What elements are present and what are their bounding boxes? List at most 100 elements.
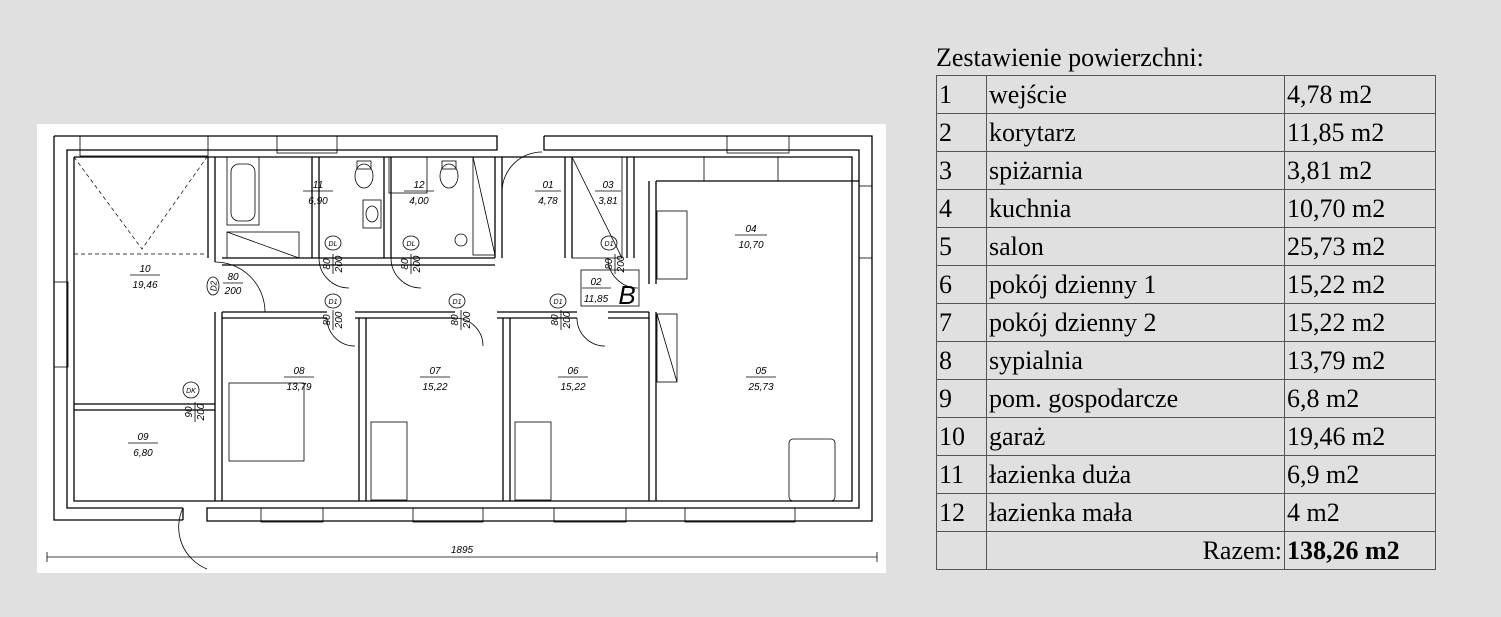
room-area: 10,70 xyxy=(738,240,763,251)
row-number: 11 xyxy=(936,455,987,494)
door-width: 80 xyxy=(400,258,411,270)
room-label-05: 05 25,73 xyxy=(746,366,776,393)
windows xyxy=(53,135,873,523)
total-value: 138,26 m2 xyxy=(1284,531,1436,570)
room-name: łazienka duża xyxy=(986,455,1285,494)
door-width: 80 xyxy=(604,258,615,270)
row-number: 1 xyxy=(936,75,987,114)
room-number: 03 xyxy=(602,180,614,191)
door-tag-d1-4: D1 xyxy=(600,235,618,251)
row-number: 9 xyxy=(936,379,987,418)
floor-plan-drawing: 1895 10 19,46 11 6,90 12 4,00 01 4,78 03… xyxy=(46,135,878,570)
door-tag-dk: DK xyxy=(182,381,200,399)
room-area: 4,78 xyxy=(538,196,558,207)
room-number: 06 xyxy=(567,366,579,377)
door-tag: DL xyxy=(407,241,416,248)
table-row: 3 spiżarnia 3,81 m2 xyxy=(936,151,1436,190)
room-name: pokój dzienny 1 xyxy=(986,265,1285,304)
door-size-d1-1: 80 200 xyxy=(322,310,345,330)
door-height: 200 xyxy=(196,403,207,421)
table-row: 2 korytarz 11,85 m2 xyxy=(936,113,1436,152)
summary-title: Zestawienie powierzchni: xyxy=(936,43,1204,72)
door-height: 200 xyxy=(412,255,423,273)
fixtures xyxy=(226,156,836,502)
total-label: Razem: xyxy=(986,531,1285,570)
door-height: 200 xyxy=(334,255,345,273)
room-name: pom. gospodarcze xyxy=(986,379,1285,418)
room-number: 07 xyxy=(429,366,441,377)
room-label-08: 08 13,79 xyxy=(284,366,314,393)
door-width: 80 xyxy=(322,314,333,326)
room-area: 25,73 xyxy=(747,382,773,393)
room-area: 15,22 m2 xyxy=(1284,265,1436,304)
door-tag-d1-1: D1 xyxy=(324,293,342,309)
table-row: 1 wejście 4,78 m2 xyxy=(936,75,1436,114)
door-tag: DL xyxy=(329,241,338,248)
room-label-06: 06 15,22 xyxy=(558,366,588,393)
room-area: 11,85 xyxy=(584,294,609,305)
room-area: 25,73 m2 xyxy=(1284,227,1436,266)
room-area: 3,81 m2 xyxy=(1284,151,1436,190)
area-table: 1 wejście 4,78 m2 2 korytarz 11,85 m2 3 … xyxy=(936,75,1436,570)
door-height: 200 xyxy=(562,311,573,329)
door-size-d1-4: 80 200 xyxy=(604,254,627,274)
row-number: 5 xyxy=(936,227,987,266)
room-name: pokój dzienny 2 xyxy=(986,303,1285,342)
room-name: korytarz xyxy=(986,113,1285,152)
door-tag: D1 xyxy=(605,241,614,248)
door-height: 200 xyxy=(616,255,627,273)
room-label-07: 07 15,22 xyxy=(420,366,450,393)
door-tag: D2 xyxy=(210,280,219,291)
table-row: 9 pom. gospodarcze 6,8 m2 xyxy=(936,379,1436,418)
door-tag: DK xyxy=(186,388,196,395)
row-number: 2 xyxy=(936,113,987,152)
room-name: sypialnia xyxy=(986,341,1285,380)
door-tag: D1 xyxy=(329,299,338,306)
room-number: 11 xyxy=(313,180,323,191)
door-tag: D1 xyxy=(554,299,563,306)
door-tag-dl-2: DL xyxy=(402,235,420,251)
floor-plan: 1895 10 19,46 11 6,90 12 4,00 01 4,78 03… xyxy=(37,124,886,573)
row-number: 8 xyxy=(936,341,987,380)
door-width: 80 xyxy=(450,314,461,326)
row-number: 3 xyxy=(936,151,987,190)
room-name: wejście xyxy=(986,75,1285,114)
room-number: 09 xyxy=(137,432,149,443)
room-area: 4,78 m2 xyxy=(1284,75,1436,114)
table-row: 6 pokój dzienny 1 15,22 m2 xyxy=(936,265,1436,304)
door-size-dl-1: 80 200 xyxy=(322,254,345,274)
room-area: 15,22 xyxy=(560,382,585,393)
room-area: 19,46 xyxy=(132,280,157,291)
room-number: 02 xyxy=(590,277,602,288)
door-tag-dl-1: DL xyxy=(324,235,342,251)
table-row: 7 pokój dzienny 2 15,22 m2 xyxy=(936,303,1436,342)
total-empty-cell xyxy=(936,531,987,570)
room-area: 19,46 m2 xyxy=(1284,417,1436,456)
door-height: 200 xyxy=(462,311,473,329)
room-label-04: 04 10,70 xyxy=(735,224,767,251)
room-name: kuchnia xyxy=(986,189,1285,228)
area-table-body: 1 wejście 4,78 m2 2 korytarz 11,85 m2 3 … xyxy=(936,75,1436,570)
room-area: 6,9 m2 xyxy=(1284,455,1436,494)
door-size-d2: 80 200 xyxy=(223,272,243,297)
room-label-01: 01 4,78 xyxy=(535,180,561,207)
area-summary: Zestawienie powierzchni: 1 wejście 4,78 … xyxy=(936,42,1438,570)
table-row: 11 łazienka duża 6,9 m2 xyxy=(936,455,1436,494)
room-area: 6,90 xyxy=(308,196,328,207)
room-area: 15,22 m2 xyxy=(1284,303,1436,342)
door-width: 80 xyxy=(322,258,333,270)
room-area: 13,79 m2 xyxy=(1284,341,1436,380)
room-name: salon xyxy=(986,227,1285,266)
door-size-d1-2: 80 200 xyxy=(450,310,473,330)
room-number: 08 xyxy=(293,366,305,377)
door-height: 200 xyxy=(334,311,345,329)
room-area: 6,8 m2 xyxy=(1284,379,1436,418)
door-swings xyxy=(178,151,639,570)
table-row: 12 łazienka mała 4 m2 xyxy=(936,493,1436,532)
door-tag: D1 xyxy=(453,299,462,306)
total-row: Razem: 138,26 m2 xyxy=(936,531,1436,570)
room-number: 04 xyxy=(745,224,757,235)
room-name: łazienka mała xyxy=(986,493,1285,532)
room-name: spiżarnia xyxy=(986,151,1285,190)
door-width: 90 xyxy=(184,406,195,418)
